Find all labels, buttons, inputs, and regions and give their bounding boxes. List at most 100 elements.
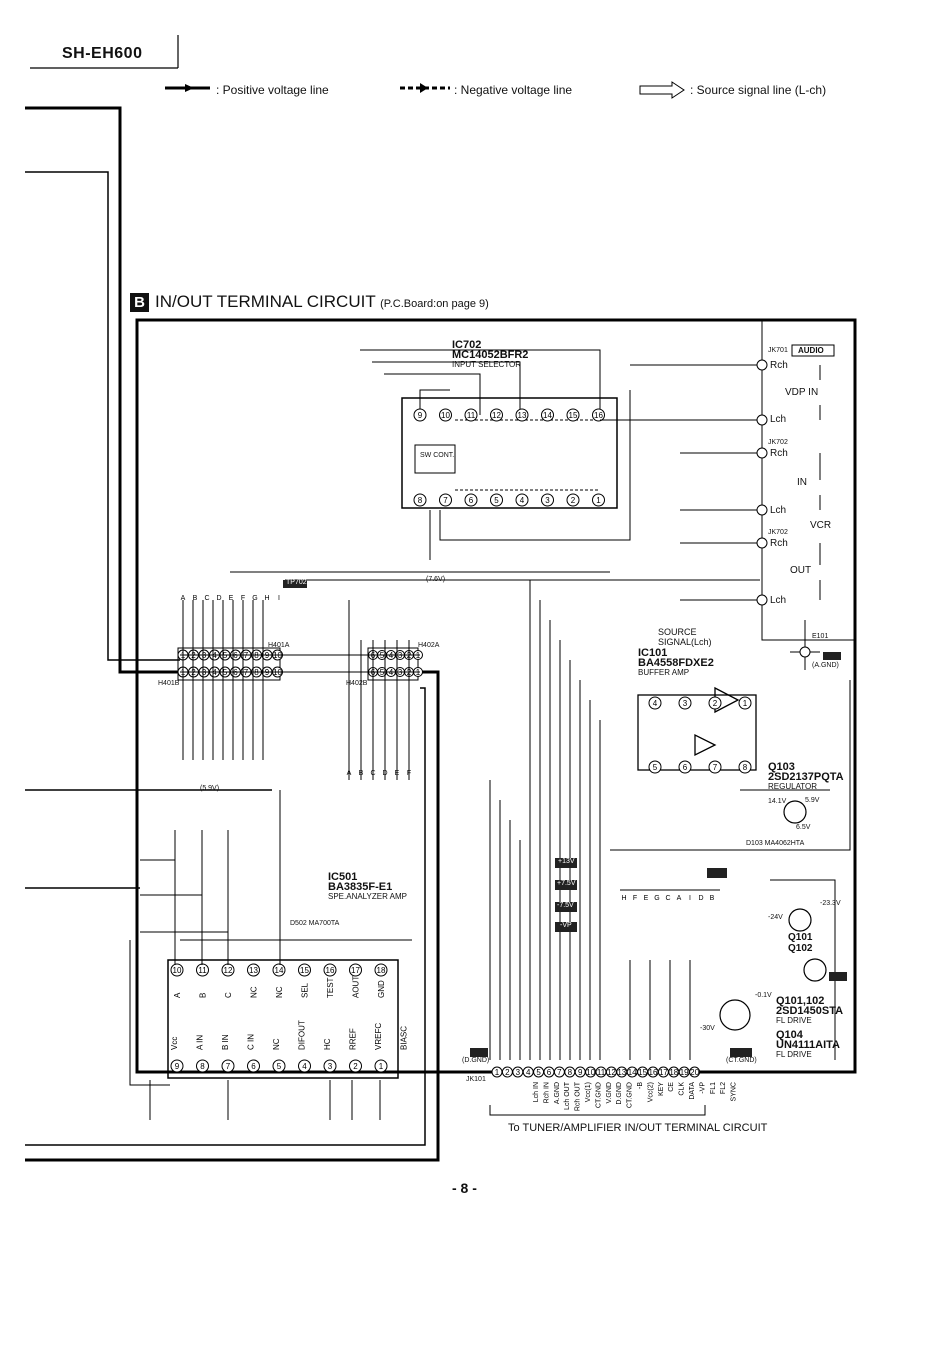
- connector-letter: F: [241, 595, 245, 602]
- ic702-pin: [566, 493, 580, 507]
- jk101-pin-name: A.GND: [554, 1082, 561, 1104]
- ic702-pin-number: 7: [443, 496, 448, 505]
- connector-letter: C: [370, 770, 375, 777]
- connector-bus-lines: [180, 571, 760, 780]
- ic501-pin: [323, 1059, 337, 1073]
- page-number: - 8 -: [452, 1180, 477, 1196]
- ic501-pin: [298, 1059, 311, 1073]
- ic702-pin: [413, 408, 427, 422]
- ic501-top-pin-name: SEL: [301, 982, 310, 998]
- section-letter: B: [130, 293, 149, 312]
- ic501-pin: [349, 963, 362, 977]
- jk101-pin-number: 9: [578, 1068, 583, 1077]
- ic501-top-pin-name: NC: [275, 986, 284, 998]
- connector-letter: D: [382, 770, 387, 777]
- ic702-pin: [413, 493, 427, 507]
- transistor-symbols: [719, 800, 827, 1031]
- connector-letter: B: [710, 895, 715, 902]
- ic501-pin: [247, 1059, 260, 1073]
- legend-negative-symbol: [400, 83, 450, 93]
- ic501-pin-number: 1: [379, 1062, 384, 1071]
- connector-letter: B: [359, 770, 364, 777]
- ic501-pin: [272, 963, 286, 977]
- jk101-pin-name: CE: [668, 1082, 675, 1092]
- v59-label: (5.9V): [200, 785, 220, 792]
- ic501-pin-number: 10: [173, 966, 182, 975]
- legend-source-label: : Source signal line (L-ch): [690, 83, 827, 97]
- ic702-pin-number: 1: [596, 496, 601, 505]
- ic702-pin: [541, 493, 554, 507]
- jk101-pin-number: 11: [597, 1068, 606, 1077]
- jk101-pin-number: 3: [516, 1068, 521, 1077]
- jack-circles: [756, 359, 811, 658]
- section-pcb-note: (P.C.Board:on page 9): [380, 298, 489, 310]
- legend-negative-label: : Negative voltage line: [454, 83, 573, 97]
- ic702-pin-number: 11: [467, 411, 476, 420]
- jk101-pin-name: D.GND: [616, 1082, 623, 1105]
- ic101-desc: BUFFER AMP: [638, 668, 690, 677]
- ic501-pin: [170, 1059, 184, 1073]
- q101-102-part: 2SD1450STA: [776, 1005, 844, 1017]
- jk101-pin-name: Vcc(2): [647, 1082, 654, 1102]
- jk101-pin-number: 8: [568, 1068, 573, 1077]
- outer-wiring: [25, 106, 440, 1162]
- q104-part: UN4111AITA: [776, 1039, 840, 1051]
- jk101-label: JK101: [466, 1076, 486, 1083]
- ic501-pin: [374, 963, 388, 977]
- ic501-body: [167, 959, 399, 1079]
- jack-rch-3: Rch: [770, 538, 788, 549]
- v141-label: 14.1V: [768, 798, 787, 805]
- section-title: IN/OUT TERMINAL CIRCUIT: [155, 292, 376, 311]
- jk701-label: JK701: [768, 347, 788, 354]
- ic702-pin-number: 13: [518, 411, 527, 420]
- ic702-pin-number: 14: [543, 411, 552, 420]
- jk702-label-2: JK702: [768, 529, 788, 536]
- ic702-pin: [490, 408, 503, 422]
- ic501-pin-number: 5: [277, 1062, 282, 1071]
- svg-text:1: 1: [743, 699, 748, 708]
- ic702-pin-number: 2: [571, 496, 576, 505]
- ic702-pin: [439, 408, 452, 422]
- jk101-pin-name: FL2: [720, 1082, 727, 1094]
- connector-letter: I: [278, 595, 280, 602]
- h402b-label: H402B: [346, 680, 368, 687]
- v30-label: -30V: [700, 1025, 715, 1032]
- ic501-top-pin-name: C: [224, 992, 233, 998]
- jk101-pin-name: Vcc(1): [585, 1082, 592, 1102]
- ic702-pin-number: 5: [494, 496, 499, 505]
- ic702-pin-number: 16: [594, 411, 603, 420]
- h401-connector: [177, 647, 281, 681]
- e101-label: E101: [812, 633, 829, 640]
- jk101-pin-number: 10: [586, 1068, 595, 1077]
- ic501-pin-number: 12: [224, 966, 233, 975]
- ic702-pin: [515, 408, 529, 422]
- jk101-pin-name: -B: [637, 1082, 644, 1089]
- connector-letter: G: [654, 895, 659, 902]
- jk101-pin-name: Lch OUT: [564, 1081, 571, 1110]
- q103-desc: REGULATOR: [768, 782, 818, 791]
- h402a-label: H402A: [418, 642, 440, 649]
- sw-cont-label: SW CONT.: [420, 452, 455, 459]
- jk101-pin-number: 18: [669, 1068, 678, 1077]
- ic501-pin-number: 17: [351, 966, 360, 975]
- ic501-pin-name: B IN: [221, 1034, 230, 1050]
- jk101-pin-name: -VP: [699, 1082, 706, 1094]
- source-signal-label: SOURCE SIGNAL(Lch): [658, 627, 712, 647]
- connector-letter: A: [181, 595, 186, 602]
- jk101-pin-number: 6: [547, 1068, 552, 1077]
- ic501-ref: IC501: [328, 871, 358, 883]
- q101-102-desc: FL DRIVE: [776, 1016, 812, 1025]
- ic501-pin-name: A IN: [196, 1035, 205, 1050]
- jk101-pin-number: 12: [607, 1068, 616, 1077]
- ic702-pin-number: 15: [569, 411, 578, 420]
- legend-positive-label: : Positive voltage line: [216, 83, 329, 97]
- connector-letter: A: [347, 770, 352, 777]
- jk101-bracket: [489, 1105, 706, 1116]
- audio-label: AUDIO: [798, 346, 824, 355]
- ic501-part: BA3835F-E1: [328, 881, 393, 893]
- ic501-pin: [272, 1059, 286, 1073]
- ic501-pin-number: 2: [353, 1062, 358, 1071]
- ic501-pin-name: VREFC: [374, 1023, 383, 1050]
